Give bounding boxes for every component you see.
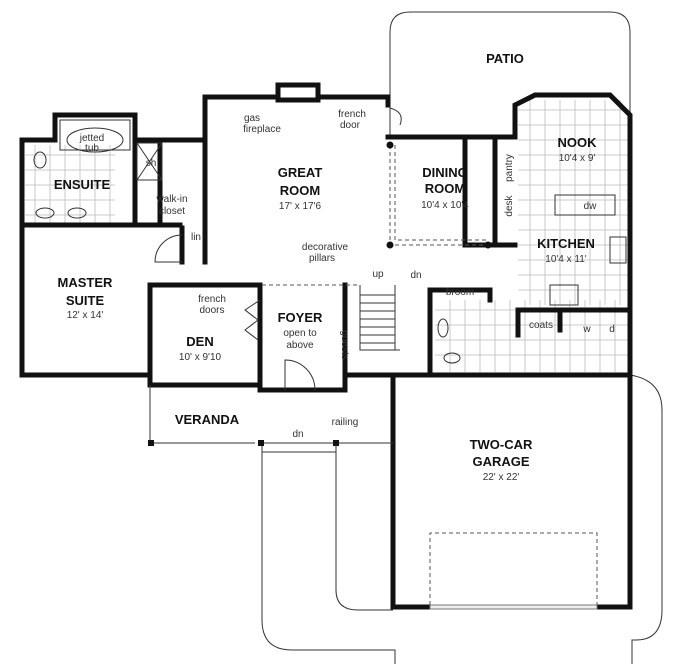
desk-label: desk (504, 194, 515, 216)
sink-icon (35, 207, 55, 219)
pantry-label: pantry (504, 154, 515, 182)
stove-icon (549, 284, 579, 306)
decorative-pillar (386, 241, 394, 249)
decorative-pillar (386, 141, 394, 149)
patio-outline (389, 11, 631, 135)
kitchen-island (554, 194, 616, 216)
driveway-outline (261, 374, 663, 664)
nook-dims: 10'4 x 9' (559, 153, 596, 164)
veranda-label: VERANDA (175, 412, 240, 427)
walls (19, 82, 633, 610)
foyer-note: open to (283, 328, 317, 339)
garage-dims: 22' x 22' (483, 472, 520, 483)
garage-door-track (429, 532, 598, 605)
master-suite-label: MASTER (58, 275, 114, 290)
gas-fireplace-label: fireplace (243, 124, 281, 135)
master-suite-dims: 12' x 14' (67, 310, 104, 321)
shower-label: sh (146, 158, 157, 169)
linen-label: lin (191, 232, 201, 243)
sink-icon (67, 207, 87, 219)
tub-frame (59, 119, 131, 151)
master-door[interactable] (154, 234, 183, 263)
shower (136, 142, 163, 181)
guests-closet-label: guests (339, 330, 350, 359)
patio-label: PATIO (486, 51, 524, 66)
kitchen-dims: 10'4 x 11' (545, 254, 587, 265)
stairs-down-label: dn (410, 270, 421, 281)
foyer-label: FOYER (278, 310, 323, 325)
toilet-icon (443, 352, 461, 364)
tile-floor-ensuite (25, 145, 115, 225)
garage-door (429, 604, 598, 610)
decorative-pillars-label: pillars (309, 253, 335, 264)
toilet-icon (437, 318, 449, 338)
stairs-up-label: up (372, 269, 384, 280)
railing-label: railing (332, 417, 359, 428)
den-dims: 10' x 9'10 (179, 352, 222, 363)
jetted-tub (66, 127, 124, 153)
toilet-icon (33, 151, 47, 169)
master-suite-label: SUITE (66, 293, 105, 308)
kitchen-sink-icon (609, 236, 627, 264)
great-room-dims: 17' x 17'6 (279, 201, 322, 212)
decorative-pillars-label: decorative (302, 242, 349, 253)
jetted-tub-label: jetted (79, 133, 104, 144)
walk-in-closet-label: closet (159, 206, 185, 217)
walk-in-closet-label: walk-in (155, 194, 187, 205)
dining-room-label: DINING (422, 165, 468, 180)
den-label: DEN (186, 334, 213, 349)
ensuite-label: ENSUITE (54, 177, 111, 192)
dining-room-label: ROOM (425, 181, 465, 196)
french-doors-label: french (198, 294, 226, 305)
great-room-label: GREAT (278, 165, 323, 180)
french-door-label: door (340, 120, 361, 131)
post (148, 440, 154, 446)
dryer-label: d (609, 324, 615, 335)
dining-room-dims: 10'4 x 10'4 (421, 200, 469, 211)
staircase (359, 285, 400, 351)
foyer-note: above (286, 340, 314, 351)
great-room-label: ROOM (280, 183, 320, 198)
gas-fireplace-label: gas (244, 113, 260, 124)
kitchen-label: KITCHEN (537, 236, 595, 251)
post (258, 440, 264, 446)
garage-label: TWO-CAR (470, 437, 533, 452)
garage-label: GARAGE (472, 454, 529, 469)
veranda-steps-label: dn (292, 429, 303, 440)
coats-closet-label: coats (529, 320, 553, 331)
french-doors-label: doors (199, 305, 224, 316)
walkway-outline (335, 445, 393, 611)
dishwasher-label: dw (584, 201, 598, 212)
french-door-label: french (338, 109, 366, 120)
patio-french-door[interactable] (389, 107, 402, 126)
broom-closet-label: broom (446, 287, 474, 298)
french-doors[interactable] (244, 299, 261, 341)
jetted-tub-label: tub (85, 143, 99, 154)
front-door[interactable] (284, 359, 316, 391)
post (333, 440, 339, 446)
washer-label: w (582, 324, 591, 335)
nook-label: NOOK (558, 135, 598, 150)
decorative-pillar (484, 241, 492, 249)
